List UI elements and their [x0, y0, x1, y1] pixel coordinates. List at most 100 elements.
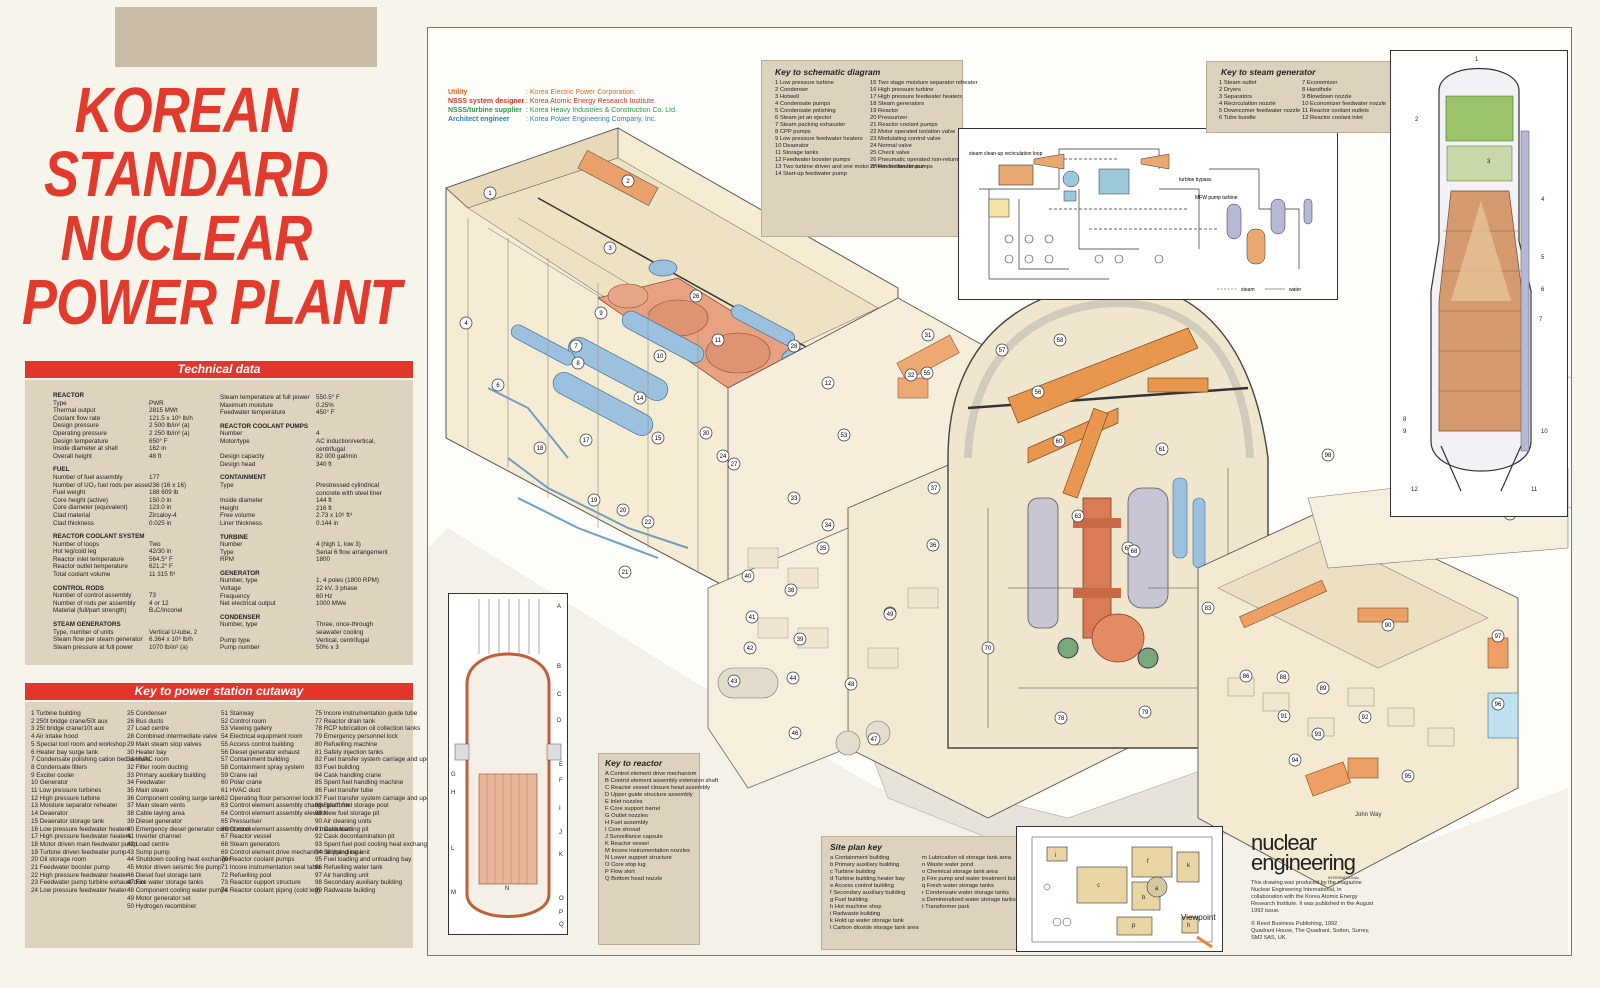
nuclear-engineering-logo: nuclear engineering [1251, 832, 1356, 875]
callout-marker: 31 [921, 328, 935, 342]
svg-text:96: 96 [1495, 702, 1502, 708]
callout-marker: 58 [1053, 333, 1067, 347]
site-plan-key-item: i Radwaste building [830, 911, 881, 917]
page-title: KOREAN STANDARD NUCLEAR POWER PLANT [22, 78, 402, 334]
logo-line: engineering [1251, 850, 1356, 875]
callout-marker: 79 [1138, 705, 1152, 719]
spec-value: 2815 MWt [149, 407, 178, 415]
cutaway-key-item: 6 Heater bay surge tank [31, 748, 99, 756]
svg-text:83: 83 [1205, 606, 1212, 612]
spec-value: 0.25% [316, 401, 334, 409]
cutaway-key-item: 5 Special tool room and workshop [31, 740, 126, 748]
svg-text:88: 88 [1280, 675, 1287, 681]
reactor-key-item: A Control element drive mechanism [605, 771, 697, 777]
technical-data-header: Technical data [25, 361, 413, 378]
spec-label: Height [220, 504, 239, 512]
callout-marker: 15 [651, 431, 665, 445]
spec-value: 564.5° F [149, 555, 173, 563]
cutaway-key-item: 47 Fire water storage tanks [127, 879, 204, 887]
spec-section-heading: GENERATOR [220, 569, 260, 577]
spec-value: 82 000 gal/min [316, 453, 358, 461]
svg-text:11: 11 [715, 338, 722, 344]
spec-label: Total coolant volume [53, 571, 111, 579]
cutaway-key-item: 50 Hydrogen recombiner [127, 902, 197, 910]
cutaway-key-item: 34 Feedwater [127, 779, 166, 787]
schematic-key-item: 10 Deaerator [775, 143, 809, 149]
spec-value: Vertical, centrifugal [316, 636, 370, 644]
steam-generator-key-item: 6 Tube bundle [1219, 115, 1256, 121]
steam-generator-key-item: 8 Handhole [1302, 87, 1332, 93]
spec-value: AC induction/vertical, centrifugal [316, 437, 376, 453]
cutaway-key-item: 22 High pressure feedwater heater [31, 871, 128, 879]
steam-generator-key-item: 12 Reactor coolant inlet [1302, 115, 1363, 121]
callout-marker: 70 [981, 641, 995, 655]
spec-label: Pump number [220, 644, 260, 652]
spec-value: Zircaloy-4 [149, 511, 177, 519]
cutaway-key-item: 26 Bus ducts [127, 717, 164, 725]
cutaway-key-item: 24 Low pressure feedwater heater [31, 887, 127, 895]
callout-marker: 22 [641, 515, 655, 529]
logo-subtitle: INTERNATIONAL [1328, 875, 1360, 880]
spec-label: Type [220, 548, 234, 556]
spec-label: Steam flow per steam generator [53, 636, 143, 644]
svg-text:63: 63 [1075, 514, 1082, 520]
spec-label: Design temperature [53, 437, 109, 445]
spec-value: 2.73 x 10⁶ ft³ [316, 512, 352, 520]
callout-marker: 49 [883, 607, 897, 621]
svg-text:57: 57 [999, 348, 1006, 354]
svg-text:36: 36 [930, 543, 937, 549]
callout-marker: 4 [459, 316, 473, 330]
schematic-key-title: Key to schematic diagram [775, 67, 881, 77]
spec-section-heading: CONDENSER [220, 613, 261, 621]
spec-row: Number of UO₂ fuel rods per assembly236 … [53, 482, 233, 490]
svg-text:p: p [1132, 923, 1136, 929]
plant-info-value: : Korea Electric Power Corporation. [526, 89, 636, 96]
svg-text:55: 55 [924, 371, 931, 377]
spec-value: 73 [149, 592, 157, 600]
callout-marker: 93 [1311, 727, 1325, 741]
spec-label: Feedwater temperature [220, 409, 286, 417]
publisher-copyright-line: Quadrant House, The Quadrant, Sutton, Su… [1251, 928, 1370, 934]
callout-marker: 55 [920, 366, 934, 380]
cutaway-key-item: 19 Turbine driven feedwater pump [31, 848, 127, 856]
cutaway-key-item: 2 250t bridge crane/50t aux [31, 717, 108, 725]
publisher-note-line: 1992 issue. [1251, 908, 1280, 914]
svg-text:38: 38 [788, 588, 795, 594]
spec-section-heading: REACTOR [53, 392, 85, 399]
schematic-key-column-2: 15 Two stage moisture separator reheater… [870, 80, 978, 171]
cutaway-key-item: 48 Component cooling water pumps [127, 887, 228, 895]
svg-text:41: 41 [749, 615, 756, 621]
callout-marker: 53 [837, 428, 851, 442]
schematic-key-item: 3 Hotwell [775, 94, 799, 100]
spec-label: Inside diameter [220, 497, 264, 505]
spec-value: 144 ft [316, 497, 332, 505]
svg-text:47: 47 [871, 737, 878, 743]
site-plan-drawing: cfk abp hi [1031, 836, 1213, 949]
spec-value: 60 Hz [316, 592, 333, 600]
callout-marker: 14 [633, 391, 647, 405]
spec-value: 4 or 12 [149, 599, 169, 607]
spec-label: Core diameter (equivalent) [53, 504, 128, 512]
svg-text:24: 24 [720, 454, 727, 460]
svg-text:70: 70 [985, 646, 992, 652]
svg-text:c: c [1097, 883, 1100, 889]
title-line: NUCLEAR [60, 202, 313, 274]
spec-label: Hot leg/cold leg [53, 548, 97, 556]
site-plan-key-item: g Fuel building [830, 897, 868, 903]
cutaway-key-item: 11 Low pressure turbines [31, 787, 102, 795]
steam-generator-key-item: 3 Separators [1219, 94, 1253, 100]
schematic-key-item: 25 Check valve [870, 150, 910, 156]
svg-text:39: 39 [797, 637, 804, 643]
svg-text:90: 90 [1385, 623, 1392, 629]
reactor-key-item: G Outlet nozzles [605, 813, 648, 819]
schematic-key-item: 12 Feedwater booster pumps [775, 157, 851, 163]
